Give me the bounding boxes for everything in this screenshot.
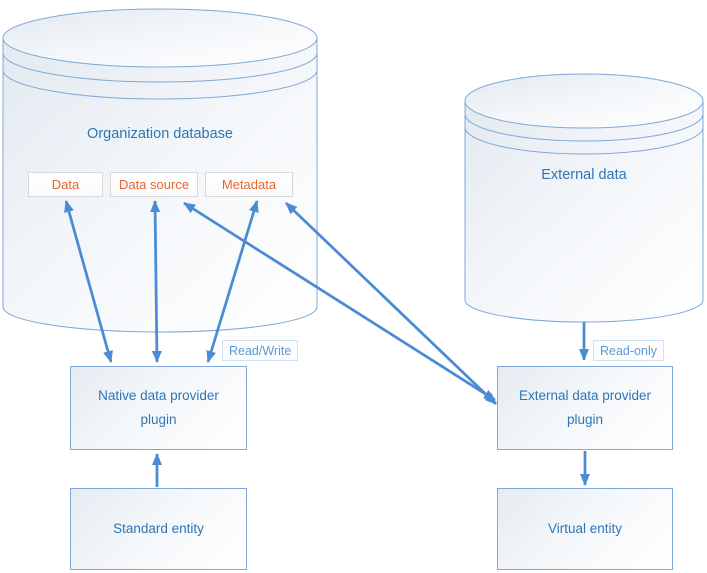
- arrows-layer: [64, 200, 590, 487]
- virtual-entity-label: Virtual entity: [547, 521, 623, 537]
- data-source-table-label: Data source: [118, 177, 190, 192]
- native-data-provider-plugin-box: Native data provider plugin: [70, 366, 247, 450]
- data-table-chip: Data: [28, 172, 103, 197]
- data-source-table-chip: Data source: [110, 172, 198, 197]
- arrow-data-source-native-plugin: [150, 200, 162, 363]
- read-write-label: Read/Write: [222, 340, 299, 361]
- metadata-table-label: Metadata: [221, 177, 277, 192]
- external-data-label: External data: [541, 167, 627, 183]
- arrow-data-native-plugin: [64, 200, 113, 363]
- metadata-table-chip: Metadata: [205, 172, 293, 197]
- organization-database-cylinder: [2, 8, 318, 333]
- data-table-label: Data: [51, 177, 80, 192]
- standard-entity-box: Standard entity: [70, 488, 247, 570]
- external-data-provider-plugin-box: External data provider plugin: [497, 366, 673, 450]
- external-data-cylinder: [464, 73, 704, 323]
- arrow-external-plugin-metadata: [285, 202, 497, 405]
- read-only-label: Read-only: [593, 340, 664, 361]
- virtual-entity-box: Virtual entity: [497, 488, 673, 570]
- external-data-provider-plugin-label: External data provider plugin: [518, 388, 652, 427]
- standard-entity-label: Standard entity: [113, 521, 204, 537]
- native-data-provider-plugin-label: Native data provider plugin: [98, 388, 219, 427]
- organization-database-label: Organization database: [87, 126, 233, 142]
